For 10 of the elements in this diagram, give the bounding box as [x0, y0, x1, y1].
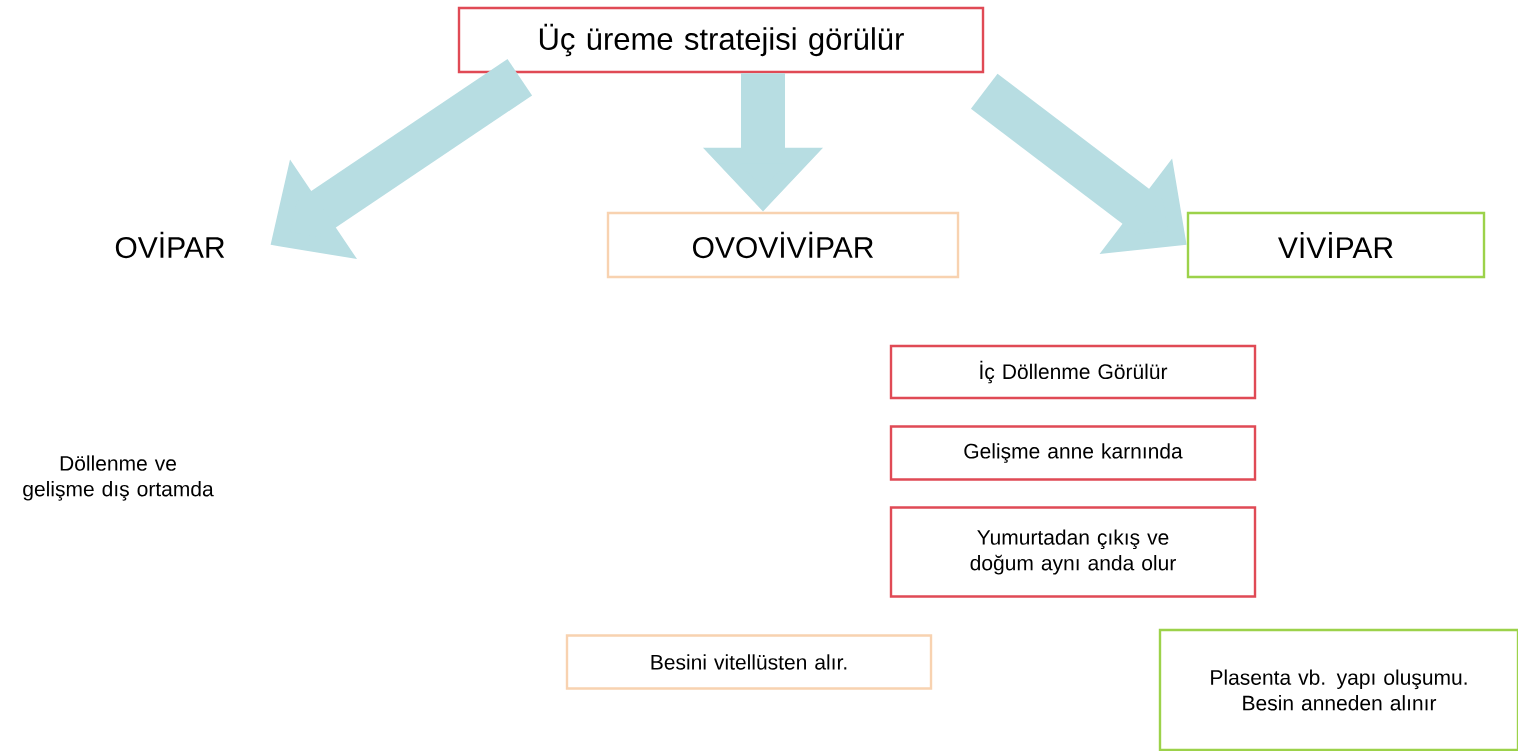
category-box: VİVİPAR	[1186, 211, 1486, 279]
description-text: Döllenme ve gelişme dış ortamda	[23, 455, 214, 501]
title-box: Üç üreme stratejisi görülür	[457, 6, 985, 74]
description-box: Yumurtadan çıkış ve doğum aynı anda olur	[889, 506, 1257, 598]
category-label: OVİPAR	[115, 231, 225, 259]
category-box: OVOVİVİPAR	[606, 211, 960, 279]
description-box: Gelişme anne karnında	[889, 425, 1257, 481]
description-box: İç Döllenme Görülür	[889, 344, 1257, 400]
description-box: Besini vitellüsten alır.	[565, 634, 933, 690]
description-box: Plasenta vb. yapı oluşumu. Besin anneden alınır	[1158, 628, 1518, 751]
